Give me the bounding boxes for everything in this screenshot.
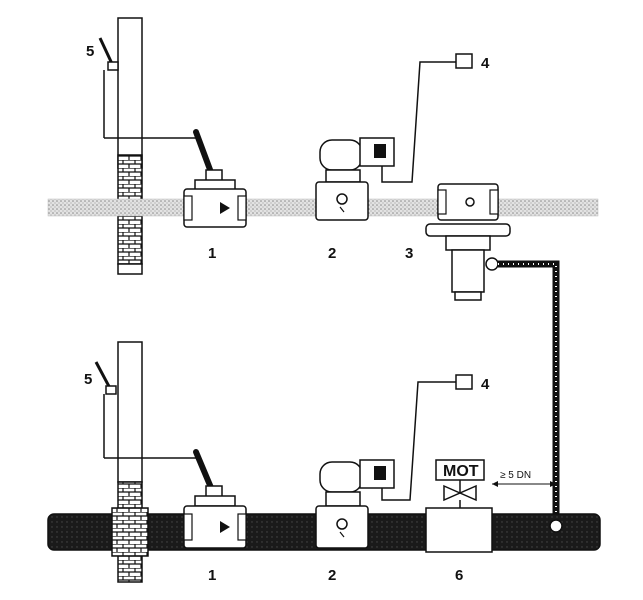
top-wall-bricks-upper [117,154,143,201]
bottom-fire-lever [94,361,117,458]
distance-note: ≥ 5 DN [500,470,531,481]
motor-valve-6 [425,459,493,553]
bottom-label-4: 4 [481,376,490,393]
top-wall-base [117,263,143,275]
top-label-5: 5 [86,43,94,60]
top-label-3: 3 [405,245,413,262]
bottom-label-2: 2 [328,567,336,584]
bottom-cable-2-4 [381,381,456,501]
bottom-label-6: 6 [455,567,463,584]
impulse-connection [549,519,563,533]
top-system: 5 1 2 4 [47,17,599,525]
top-wall [117,17,143,169]
top-pressure-regulator-3 [425,183,511,301]
bottom-wall-sleeve [111,507,149,557]
top-label-2: 2 [328,245,336,262]
bottom-valve-1 [183,449,247,549]
motor-label: MOT [443,463,479,480]
top-cable-2-4 [381,61,456,183]
top-solenoid-valve-2 [315,137,395,221]
top-label-4: 4 [481,55,490,72]
bottom-label-5: 5 [84,371,92,388]
bottom-label-1: 1 [208,567,216,584]
top-control-box-4 [455,53,473,69]
bottom-solenoid-valve-2 [315,459,395,549]
top-label-1: 1 [208,245,216,262]
top-valve-1 [183,129,247,228]
bottom-system: 5 1 2 4 [47,341,601,584]
bottom-control-box-4 [455,374,473,390]
bottom-wall [117,341,143,483]
top-fire-lever [98,37,119,138]
impulse-line [498,260,560,525]
top-wall-bricks-lower [117,215,143,265]
